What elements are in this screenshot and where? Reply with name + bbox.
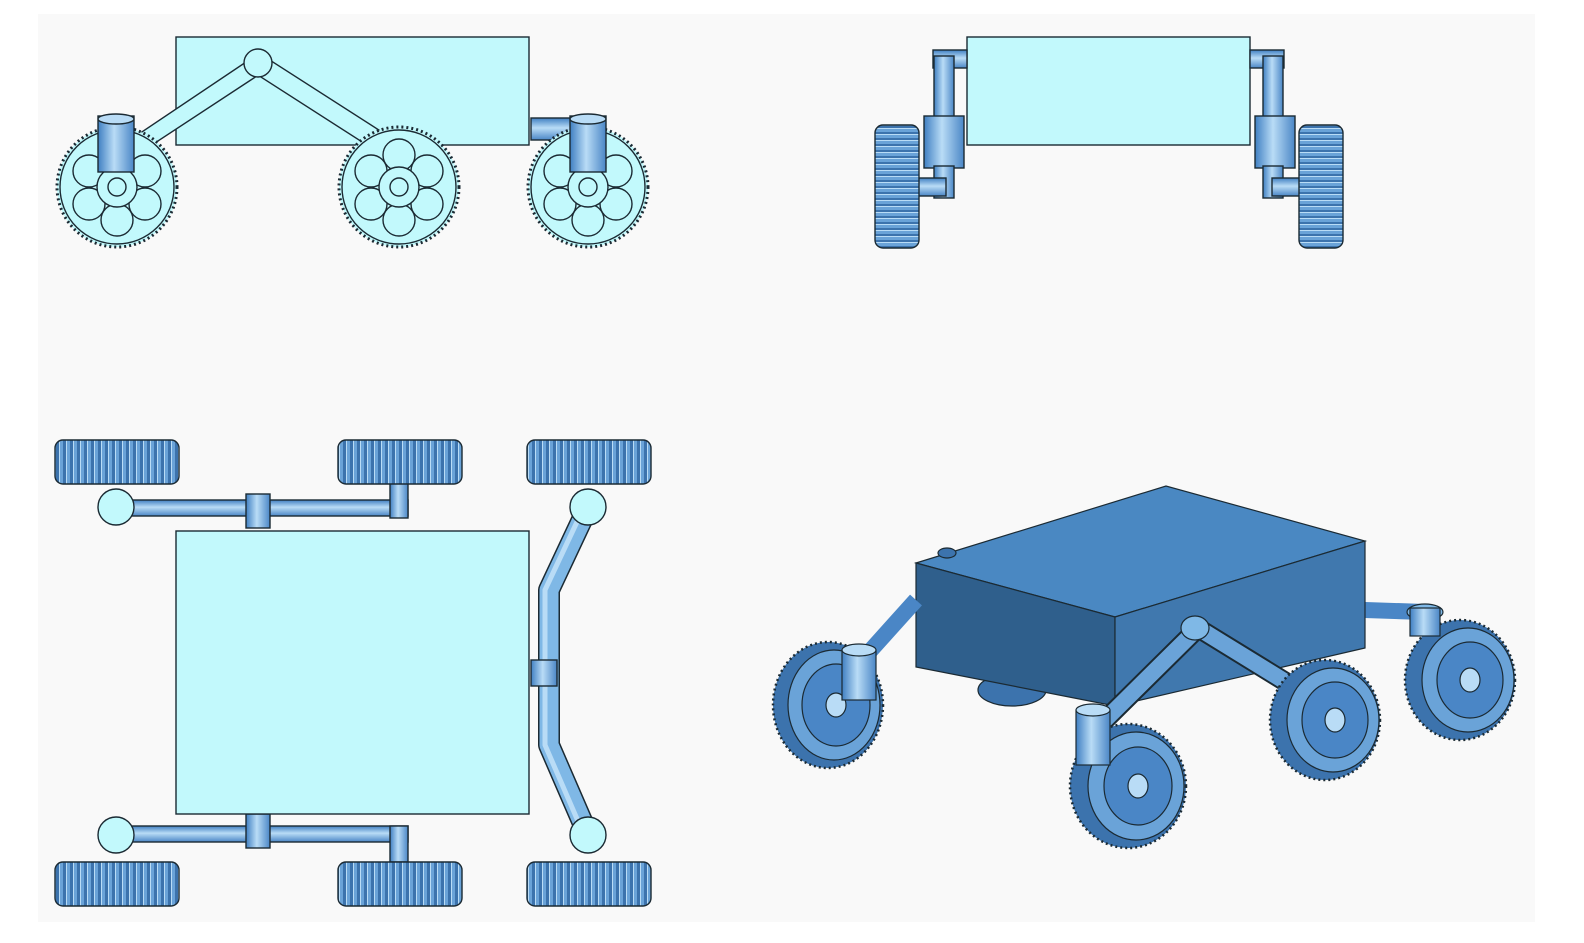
iso-steer-post-middle [1075,709,1111,766]
side-rocker-pivot [243,48,273,78]
front-view [874,36,1344,249]
front-steer-block-left [923,115,965,169]
front-strut-left [933,55,955,121]
top-wheel-upper-right [526,439,652,485]
top-wheel-upper-left [54,439,180,485]
side-view [55,36,650,249]
top-wheel-lower-right [526,861,652,907]
iso-wheel-rear-right [1403,618,1517,742]
top-wheel-lower-left [54,861,180,907]
side-steer-post-front [97,115,135,173]
top-pivot-upper-left [97,488,135,526]
iso-steer-post-rear-right [1409,607,1441,637]
front-steer-block-right [1254,115,1296,169]
iso-rocker-pivot [1180,615,1210,641]
top-pivot-lower-left [97,816,135,854]
front-body-box [966,36,1251,146]
top-wheel-upper-middle [337,439,463,485]
front-strut-right [1262,55,1284,121]
top-view [54,439,652,907]
front-wheel-right [1298,124,1344,249]
side-wheel-rear [526,125,650,249]
top-pivot-lower-right [569,816,607,854]
top-pivot-upper-right [569,488,607,526]
iso-steer-post-front-left [841,649,877,701]
side-steer-post-rear [569,115,607,173]
iso-body-side [1114,540,1366,707]
side-wheel-middle [337,125,461,249]
top-wheel-lower-middle [337,861,463,907]
front-wheel-left [874,124,920,249]
iso-wheel-rear-middle [1268,658,1382,782]
isometric-view [771,485,1517,850]
top-body-box [175,530,530,815]
